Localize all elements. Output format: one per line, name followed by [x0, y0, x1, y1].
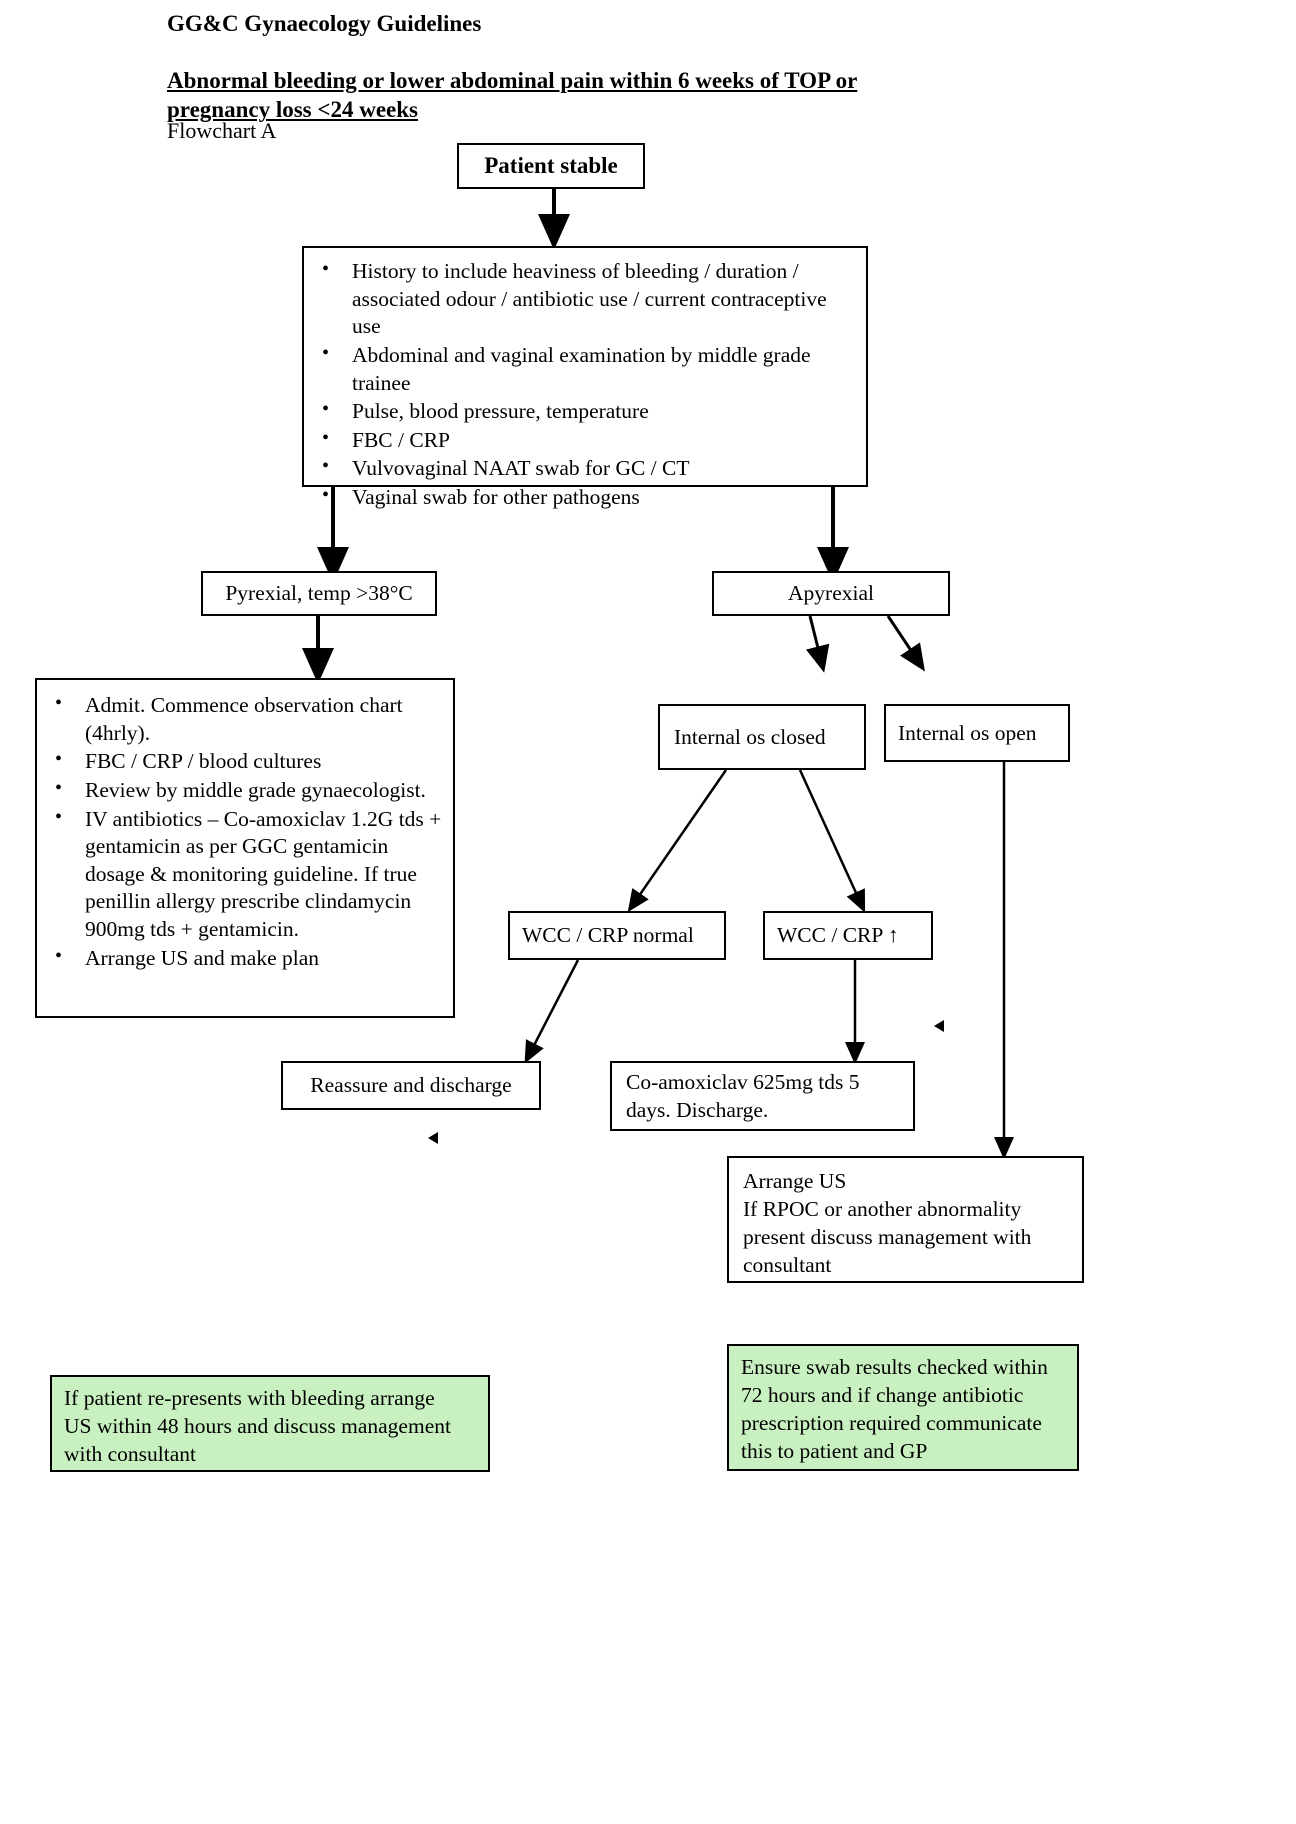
- flowchart-label: Flowchart A: [167, 118, 277, 143]
- footnote-right-line-2: 72 hours and if change antibiotic: [741, 1382, 1024, 1407]
- node-pyrexial[interactable]: Pyrexial, temp >38°C: [201, 571, 437, 616]
- list-item: Review by middle grade gynaecologist.: [37, 776, 443, 805]
- node-internal-os-open-label: Internal os open: [898, 721, 1037, 745]
- assessment-bullet-list: History to include heaviness of bleeding…: [304, 257, 854, 512]
- node-internal-os-open[interactable]: Internal os open: [884, 704, 1070, 762]
- list-item: FBC / CRP: [304, 426, 854, 455]
- node-arrange-us-line-1: Arrange US: [743, 1169, 847, 1193]
- node-internal-os-closed-label: Internal os closed: [674, 725, 826, 749]
- node-wcc-crp-raised[interactable]: WCC / CRP ↑: [763, 911, 933, 960]
- page-title: GG&C Gynaecology Guidelines: [167, 11, 482, 36]
- node-coamoxiclav-discharge-label: Co-amoxiclav 625mg tds 5 days. Discharge…: [626, 1070, 860, 1122]
- footnote-left-line-1: If patient re-presents with bleeding arr…: [64, 1386, 435, 1410]
- node-wcc-crp-raised-label: WCC / CRP ↑: [777, 923, 899, 947]
- admit-bullet-list: Admit. Commence observation chart (4hrly…: [37, 691, 443, 973]
- footnote-left-line-3: with consultant: [64, 1441, 196, 1466]
- list-item: Arrange US and make plan: [37, 944, 443, 973]
- node-arrange-us-line-4: consultant: [743, 1252, 832, 1277]
- list-item: Admit. Commence observation chart (4hrly…: [37, 691, 443, 747]
- footnote-left[interactable]: If patient re-presents with bleeding arr…: [50, 1375, 490, 1472]
- list-item: History to include heaviness of bleeding…: [304, 257, 854, 341]
- node-reassure-discharge-label: Reassure and discharge: [310, 1073, 512, 1097]
- list-item: FBC / CRP / blood cultures: [37, 747, 443, 776]
- node-arrange-us-line-3: present discuss management with: [743, 1224, 1032, 1249]
- node-pyrexial-label: Pyrexial, temp >38°C: [225, 581, 413, 605]
- node-coamoxiclav-discharge[interactable]: Co-amoxiclav 625mg tds 5 days. Discharge…: [610, 1061, 915, 1131]
- node-wcc-crp-normal-label: WCC / CRP normal: [522, 923, 694, 947]
- document-subtitle: Abnormal bleeding or lower abdominal pai…: [167, 66, 927, 125]
- footnote-right-line-3: prescription required communicate: [741, 1410, 1042, 1435]
- node-patient-stable[interactable]: Patient stable: [457, 143, 645, 189]
- subtitle-line-1: Abnormal bleeding or lower abdominal pai…: [167, 68, 858, 93]
- node-arrange-us[interactable]: Arrange US If RPOC or another abnormalit…: [727, 1156, 1084, 1283]
- node-apyrexial[interactable]: Apyrexial: [712, 571, 950, 616]
- list-item: Vulvovaginal NAAT swab for GC / CT: [304, 454, 854, 483]
- node-internal-os-closed[interactable]: Internal os closed: [658, 704, 866, 770]
- list-item: IV antibiotics – Co-amoxiclav 1.2G tds +…: [37, 804, 443, 944]
- node-reassure-discharge[interactable]: Reassure and discharge: [281, 1061, 541, 1110]
- list-item: Abdominal and vaginal examination by mid…: [304, 341, 854, 397]
- footnote-right[interactable]: Ensure swab results checked within 72 ho…: [727, 1344, 1079, 1471]
- footnote-left-line-2: US within 48 hours and discuss managemen…: [64, 1413, 451, 1438]
- node-assessment[interactable]: History to include heaviness of bleeding…: [302, 246, 868, 509]
- footnote-right-line-1: Ensure swab results checked within: [741, 1355, 1048, 1379]
- node-arrange-us-line-2: If RPOC or another abnormality: [743, 1196, 1022, 1221]
- node-wcc-crp-normal[interactable]: WCC / CRP normal: [508, 911, 726, 960]
- list-item: Vaginal swab for other pathogens: [304, 483, 854, 512]
- node-patient-stable-label: Patient stable: [484, 153, 618, 178]
- node-admit[interactable]: Admit. Commence observation chart (4hrly…: [35, 678, 455, 1018]
- subtitle-line-2: pregnancy loss <24 weeks: [167, 97, 419, 123]
- node-apyrexial-label: Apyrexial: [788, 581, 874, 605]
- footnote-right-line-4: this to patient and GP: [741, 1438, 928, 1463]
- list-item: Pulse, blood pressure, temperature: [304, 397, 854, 426]
